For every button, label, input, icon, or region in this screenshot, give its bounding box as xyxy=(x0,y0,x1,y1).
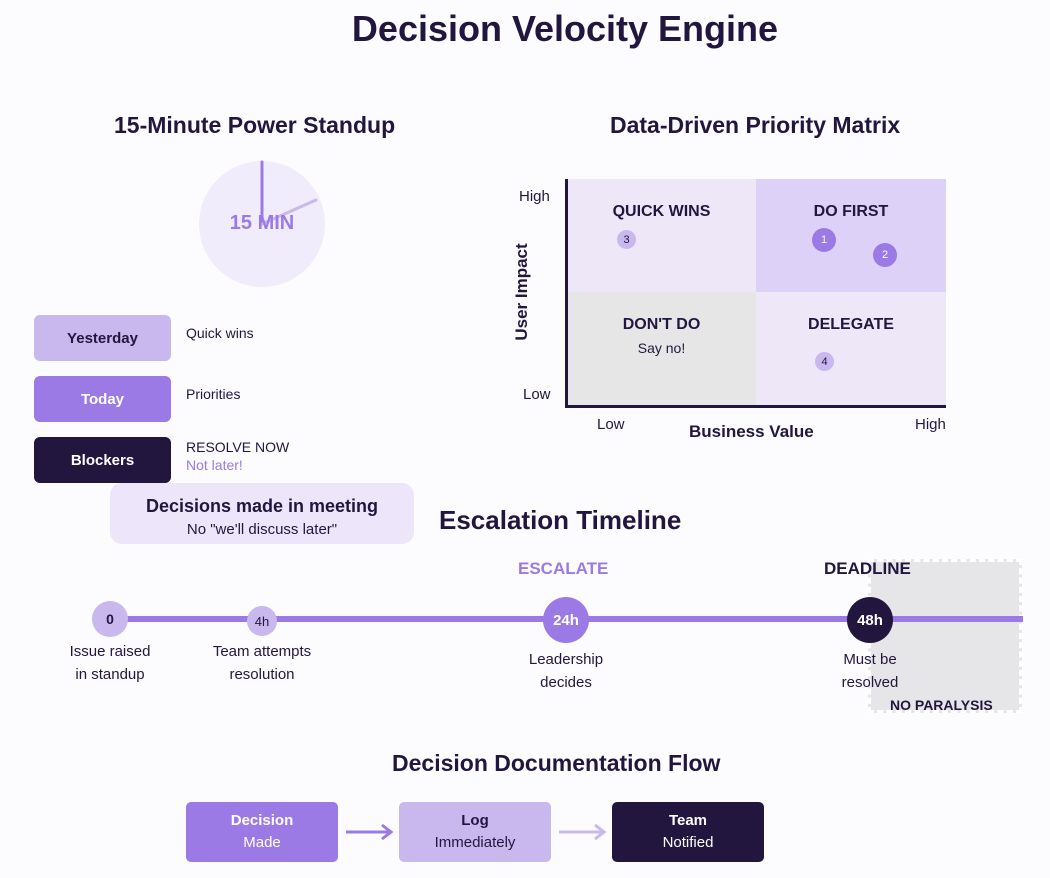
quadrant-dont-do: DON'T DO Say no! xyxy=(567,292,756,406)
milestone-0-node: 0 xyxy=(92,601,128,637)
standup-today-pill: Today xyxy=(34,376,171,422)
caption-line: Must be xyxy=(843,651,897,668)
no-paralysis-zone xyxy=(868,559,1022,713)
quadrant-title: QUICK WINS xyxy=(612,203,711,220)
standup-blockers-note: RESOLVE NOW xyxy=(186,439,290,455)
milestone-48h-node: 48h xyxy=(847,597,893,643)
matrix-item-2: 2 xyxy=(873,243,897,267)
flow-step-line: Immediately xyxy=(434,834,516,851)
caption-line: resolution xyxy=(229,666,295,683)
flow-step-team: Team Notified xyxy=(612,802,764,862)
caption-line: in standup xyxy=(75,666,145,683)
callout-sub: No "we'll discuss later" xyxy=(186,521,338,538)
caption-line: resolved xyxy=(841,674,899,691)
standup-blockers-sub: Not later! xyxy=(186,457,243,473)
milestone-4h-caption: Team attempts resolution xyxy=(197,640,327,686)
matrix-item-1: 1 xyxy=(812,228,836,252)
quadrant-sub: Say no! xyxy=(637,340,686,356)
escalate-heading: ESCALATE xyxy=(518,559,609,578)
caption-line: Leadership xyxy=(528,651,604,668)
milestone-24h-node: 24h xyxy=(543,597,589,643)
milestone-0-caption: Issue raised in standup xyxy=(50,640,170,686)
x-axis-line xyxy=(565,405,946,408)
standup-today-note: Priorities xyxy=(186,386,241,402)
quadrant-title: DELEGATE xyxy=(808,316,894,333)
deadline-heading: DEADLINE xyxy=(824,559,911,578)
flow-step-log: Log Immediately xyxy=(399,802,551,862)
y-axis-line xyxy=(565,179,568,408)
quadrant-title: DO FIRST xyxy=(813,203,889,220)
quadrant-do-first: DO FIRST xyxy=(756,179,946,292)
milestone-24h-caption: Leadership decides xyxy=(506,648,626,694)
caption-line: Issue raised xyxy=(69,643,151,660)
flow-step-line: Decision xyxy=(230,812,294,829)
matrix-item-3: 3 xyxy=(617,230,636,249)
flow-title: Decision Documentation Flow xyxy=(392,750,721,776)
clock-label: 15 MIN xyxy=(229,212,295,234)
matrix-item-4: 4 xyxy=(815,352,834,371)
caption-line: decides xyxy=(540,674,592,691)
milestone-48h-caption: Must be resolved xyxy=(810,648,930,694)
flow-step-decision: Decision Made xyxy=(186,802,338,862)
flow-step-line: Team xyxy=(668,812,708,829)
flow-arrow-icon xyxy=(559,823,607,841)
x-axis-low: Low xyxy=(597,416,625,433)
y-axis-high: High xyxy=(519,188,550,205)
caption-line: Team attempts xyxy=(212,643,312,660)
standup-blockers-pill: Blockers xyxy=(34,437,171,483)
standup-yesterday-note: Quick wins xyxy=(186,325,254,341)
quadrant-title: DON'T DO xyxy=(622,316,701,333)
decisions-callout: Decisions made in meeting No "we'll disc… xyxy=(110,483,414,544)
quadrant-delegate: DELEGATE xyxy=(756,292,946,406)
flow-step-line: Log xyxy=(461,812,489,829)
y-axis-label: User Impact xyxy=(512,243,531,341)
y-axis-low: Low xyxy=(523,386,551,403)
clock-icon xyxy=(199,160,325,287)
flow-step-line: Made xyxy=(243,834,281,851)
timeline-title: Escalation Timeline xyxy=(439,505,682,535)
flow-arrow-icon xyxy=(346,823,394,841)
matrix-title: Data-Driven Priority Matrix xyxy=(610,112,901,138)
no-paralysis-label: NO PARALYSIS xyxy=(890,697,993,713)
standup-title: 15-Minute Power Standup xyxy=(114,112,396,138)
milestone-4h-node: 4h xyxy=(247,606,277,636)
callout-title: Decisions made in meeting xyxy=(145,496,379,516)
standup-yesterday-pill: Yesterday xyxy=(34,315,171,361)
flow-step-line: Notified xyxy=(662,834,714,851)
quadrant-quick-wins: QUICK WINS xyxy=(567,179,756,292)
x-axis-high: High xyxy=(915,416,946,433)
page-title: Decision Velocity Engine xyxy=(351,8,779,49)
x-axis-label: Business Value xyxy=(689,422,814,441)
